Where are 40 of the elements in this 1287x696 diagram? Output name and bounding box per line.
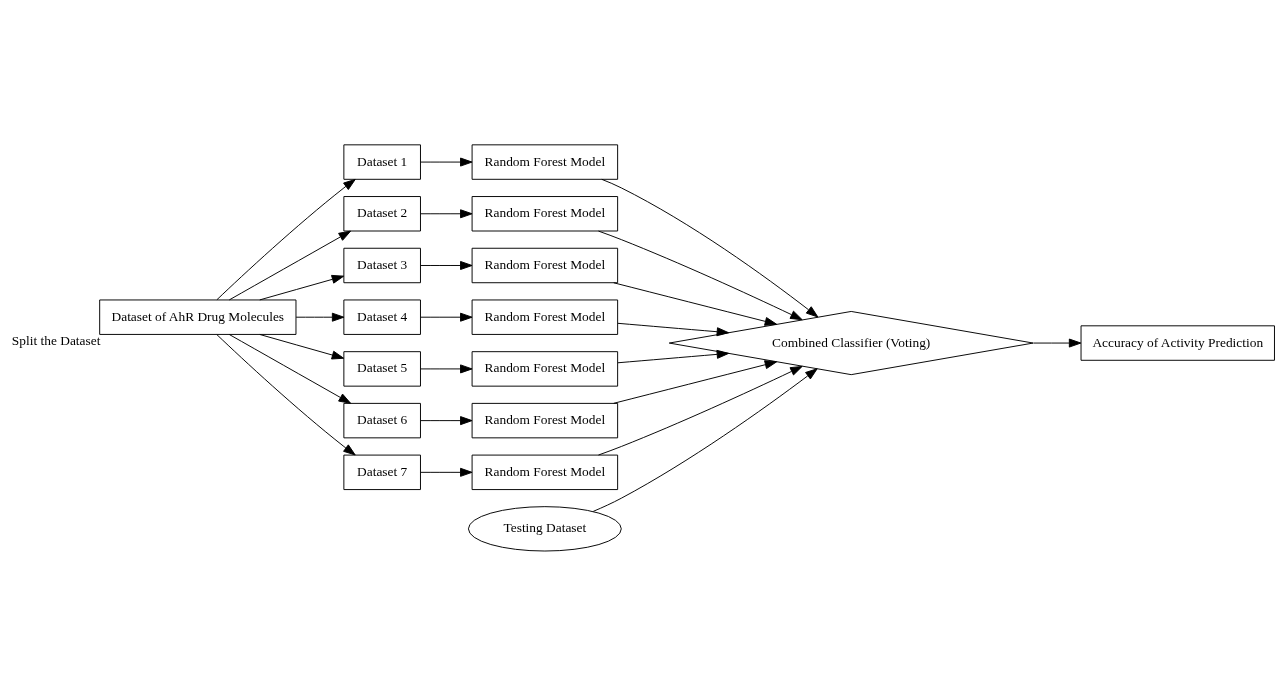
node-box: Dataset 2 [343,196,421,232]
arrow [420,416,473,426]
arrow [613,282,778,326]
node-label: Split the Dataset [11,333,101,349]
node-box: Dataset of AhR Drug Molecules [99,299,297,335]
arrow [420,261,473,270]
node-box: Random Forest Model [471,402,619,439]
node-box: Dataset 7 [343,454,421,491]
node-box: Random Forest Model [471,144,619,180]
node-ellipse: Testing Dataset [467,506,622,552]
arrow [617,349,730,364]
arrow [420,157,473,167]
node-box: Dataset 3 [343,247,421,284]
arrow [598,365,803,456]
node-box: Random Forest Model [471,454,619,491]
node-box: Dataset 5 [343,351,421,387]
arrow [259,274,345,301]
node-box: Random Forest Model [471,299,619,335]
node-box: Random Forest Model [471,196,619,232]
arrow [216,179,356,301]
node-box: Random Forest Model [471,247,619,284]
node-box: Accuracy of Activity Prediction [1080,325,1275,361]
arrow [259,334,345,360]
arrow [216,334,356,456]
arrow [420,312,473,322]
arrow [420,209,473,219]
node-box: Dataset 4 [343,299,421,335]
arrow [613,360,778,404]
arrow [1033,338,1082,348]
arrow [592,368,818,512]
arrow [617,322,730,337]
arrow [601,178,819,318]
node-box: Dataset 6 [343,402,421,439]
arrow [420,467,473,477]
arrow [228,230,352,301]
arrow [420,364,473,374]
arrow [228,334,352,404]
node-box: Random Forest Model [471,351,619,387]
node-box: Dataset 1 [343,144,421,180]
arrow [295,312,345,322]
